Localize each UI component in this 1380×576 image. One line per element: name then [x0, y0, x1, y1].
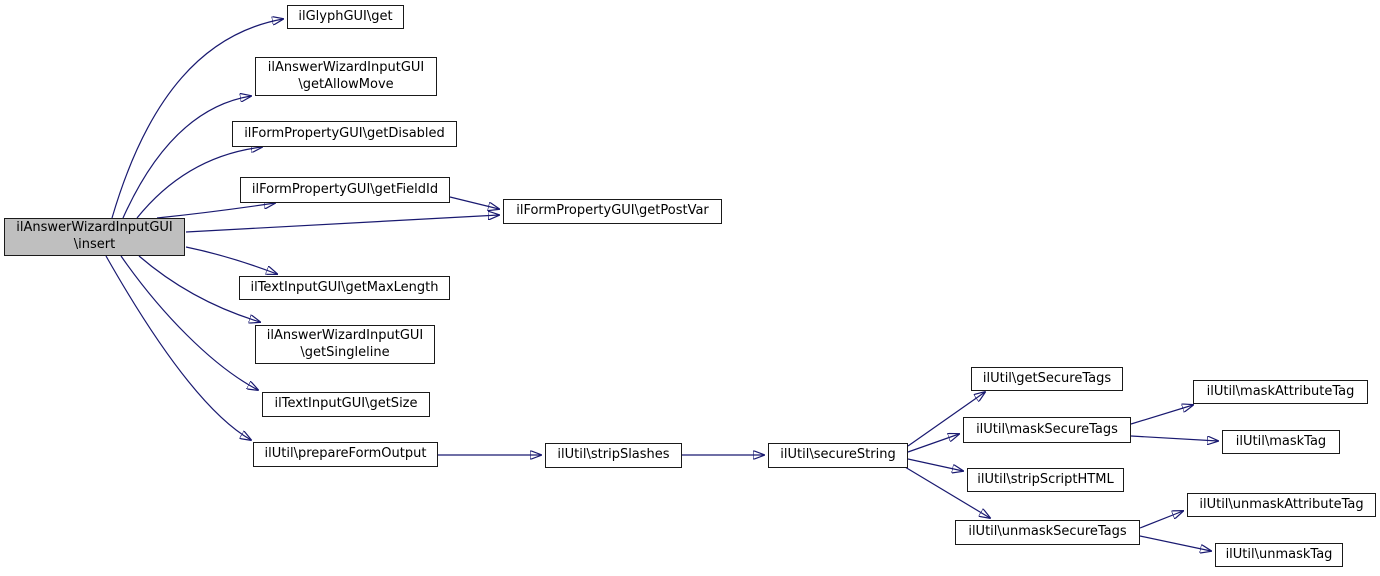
node-secure-string[interactable]: ilUtil\secureString	[768, 443, 908, 468]
edge-insert-get-post-var	[185, 215, 499, 233]
edge-insert-get-disabled	[136, 147, 262, 219]
node-get-secure-tags[interactable]: ilUtil\getSecureTags	[971, 367, 1123, 391]
node-get-size[interactable]: ilTextInputGUI\getSize	[262, 392, 430, 417]
edge-secure-string-mask-secure-tags	[907, 434, 959, 453]
edge-unmask-secure-tags-unmask-tag	[1139, 535, 1211, 551]
node-get-max-length[interactable]: ilTextInputGUI\getMaxLength	[239, 276, 450, 300]
node-get-disabled[interactable]: ilFormPropertyGUI\getDisabled	[232, 121, 457, 147]
edge-insert-get-size	[120, 255, 258, 390]
node-insert: ilAnswerWizardInputGUI \insert	[4, 218, 185, 256]
edge-secure-string-unmask-secure-tags	[904, 466, 990, 518]
node-unmask-tag[interactable]: ilUtil\unmaskTag	[1215, 543, 1343, 567]
node-strip-slashes[interactable]: ilUtil\stripSlashes	[545, 443, 682, 468]
node-mask-attribute-tag[interactable]: ilUtil\maskAttributeTag	[1193, 380, 1368, 404]
node-get-field-id[interactable]: ilFormPropertyGUI\getFieldId	[240, 177, 450, 203]
edge-insert-get-singleline	[138, 255, 260, 322]
edge-mask-secure-tags-mask-tag	[1130, 435, 1218, 441]
node-unmask-attribute-tag[interactable]: ilUtil\unmaskAttributeTag	[1187, 493, 1376, 517]
node-unmask-secure-tags[interactable]: ilUtil\unmaskSecureTags	[955, 520, 1140, 545]
edge-mask-secure-tags-mask-attribute-tag	[1130, 405, 1193, 425]
node-mask-tag[interactable]: ilUtil\maskTag	[1222, 430, 1340, 454]
edge-insert-get	[111, 19, 283, 219]
edge-insert-get-allow-move	[122, 96, 251, 219]
edge-get-field-id-get-post-var	[449, 196, 499, 209]
node-get-post-var[interactable]: ilFormPropertyGUI\getPostVar	[503, 199, 722, 224]
edge-secure-string-get-secure-tags	[907, 392, 985, 447]
node-strip-script-html[interactable]: ilUtil\stripScriptHTML	[967, 468, 1124, 492]
node-prepare-form-output[interactable]: ilUtil\prepareFormOutput	[253, 442, 438, 467]
edge-insert-prepare-form-output	[105, 255, 251, 440]
node-glyph-get[interactable]: ilGlyphGUI\get	[287, 5, 404, 29]
node-get-singleline[interactable]: ilAnswerWizardInputGUI \getSingleline	[255, 325, 435, 364]
edge-unmask-secure-tags-unmask-attribute-tag	[1139, 511, 1183, 529]
edge-insert-get-max-length	[185, 246, 277, 274]
edge-insert-get-field-id	[156, 203, 275, 219]
node-mask-secure-tags[interactable]: ilUtil\maskSecureTags	[963, 417, 1131, 443]
node-get-allow-move[interactable]: ilAnswerWizardInputGUI \getAllowMove	[255, 57, 437, 96]
edge-secure-string-strip-script-html	[907, 458, 963, 471]
